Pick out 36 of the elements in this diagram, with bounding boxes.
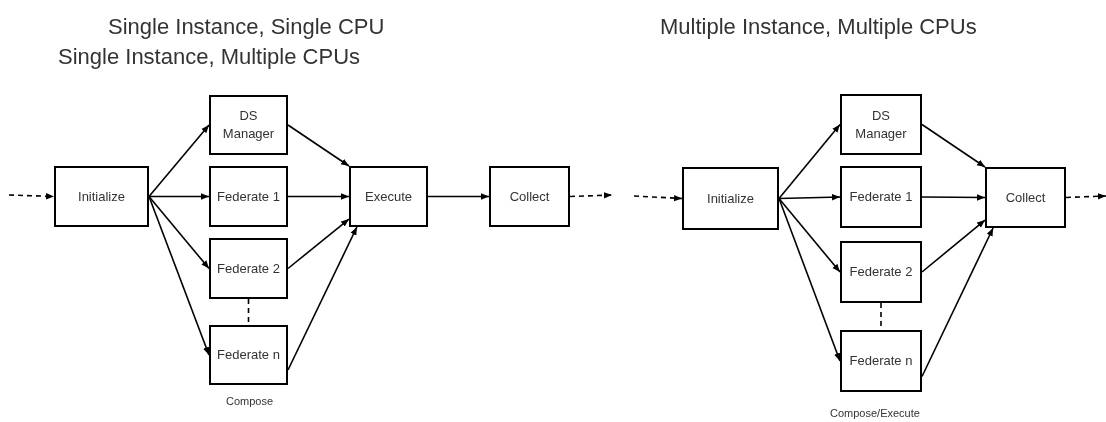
process-box: Federate 1 [209, 166, 288, 227]
arrow [427, 193, 490, 200]
dashed-arrow [1065, 193, 1106, 200]
arrow [148, 195, 210, 270]
arrow [148, 193, 210, 200]
process-box: Initialize [682, 167, 779, 230]
caption: Compose [226, 394, 274, 409]
arrow [778, 123, 841, 200]
process-box: Federate n [209, 325, 288, 385]
process-box: DS Manager [840, 94, 922, 155]
dashed-arrow [633, 194, 683, 202]
process-box: Federate n [840, 330, 922, 392]
arrow [921, 194, 986, 201]
arrow [778, 197, 841, 273]
arrow [287, 218, 350, 270]
arrow [287, 193, 350, 200]
dashed-arrow [569, 192, 613, 199]
process-box: Federate 2 [209, 238, 288, 299]
arrow [778, 194, 841, 201]
arrow [287, 124, 350, 167]
heading: Single Instance, Multiple CPUs [58, 43, 361, 71]
dashed-arrow [8, 193, 55, 200]
process-box: Federate 1 [840, 166, 922, 228]
process-box: Execute [349, 166, 428, 227]
process-box: Initialize [54, 166, 149, 227]
caption: Compose/Execute [830, 406, 920, 421]
process-box: DS Manager [209, 95, 288, 155]
process-box: Collect [985, 167, 1066, 228]
process-box: Collect [489, 166, 570, 227]
heading: Multiple Instance, Multiple CPUs [660, 13, 977, 41]
process-box: Federate 2 [840, 241, 922, 303]
arrow [287, 226, 358, 371]
arrow [921, 219, 986, 273]
arrow [921, 123, 986, 168]
heading: Single Instance, Single CPU [108, 13, 385, 41]
arrow [148, 124, 210, 198]
